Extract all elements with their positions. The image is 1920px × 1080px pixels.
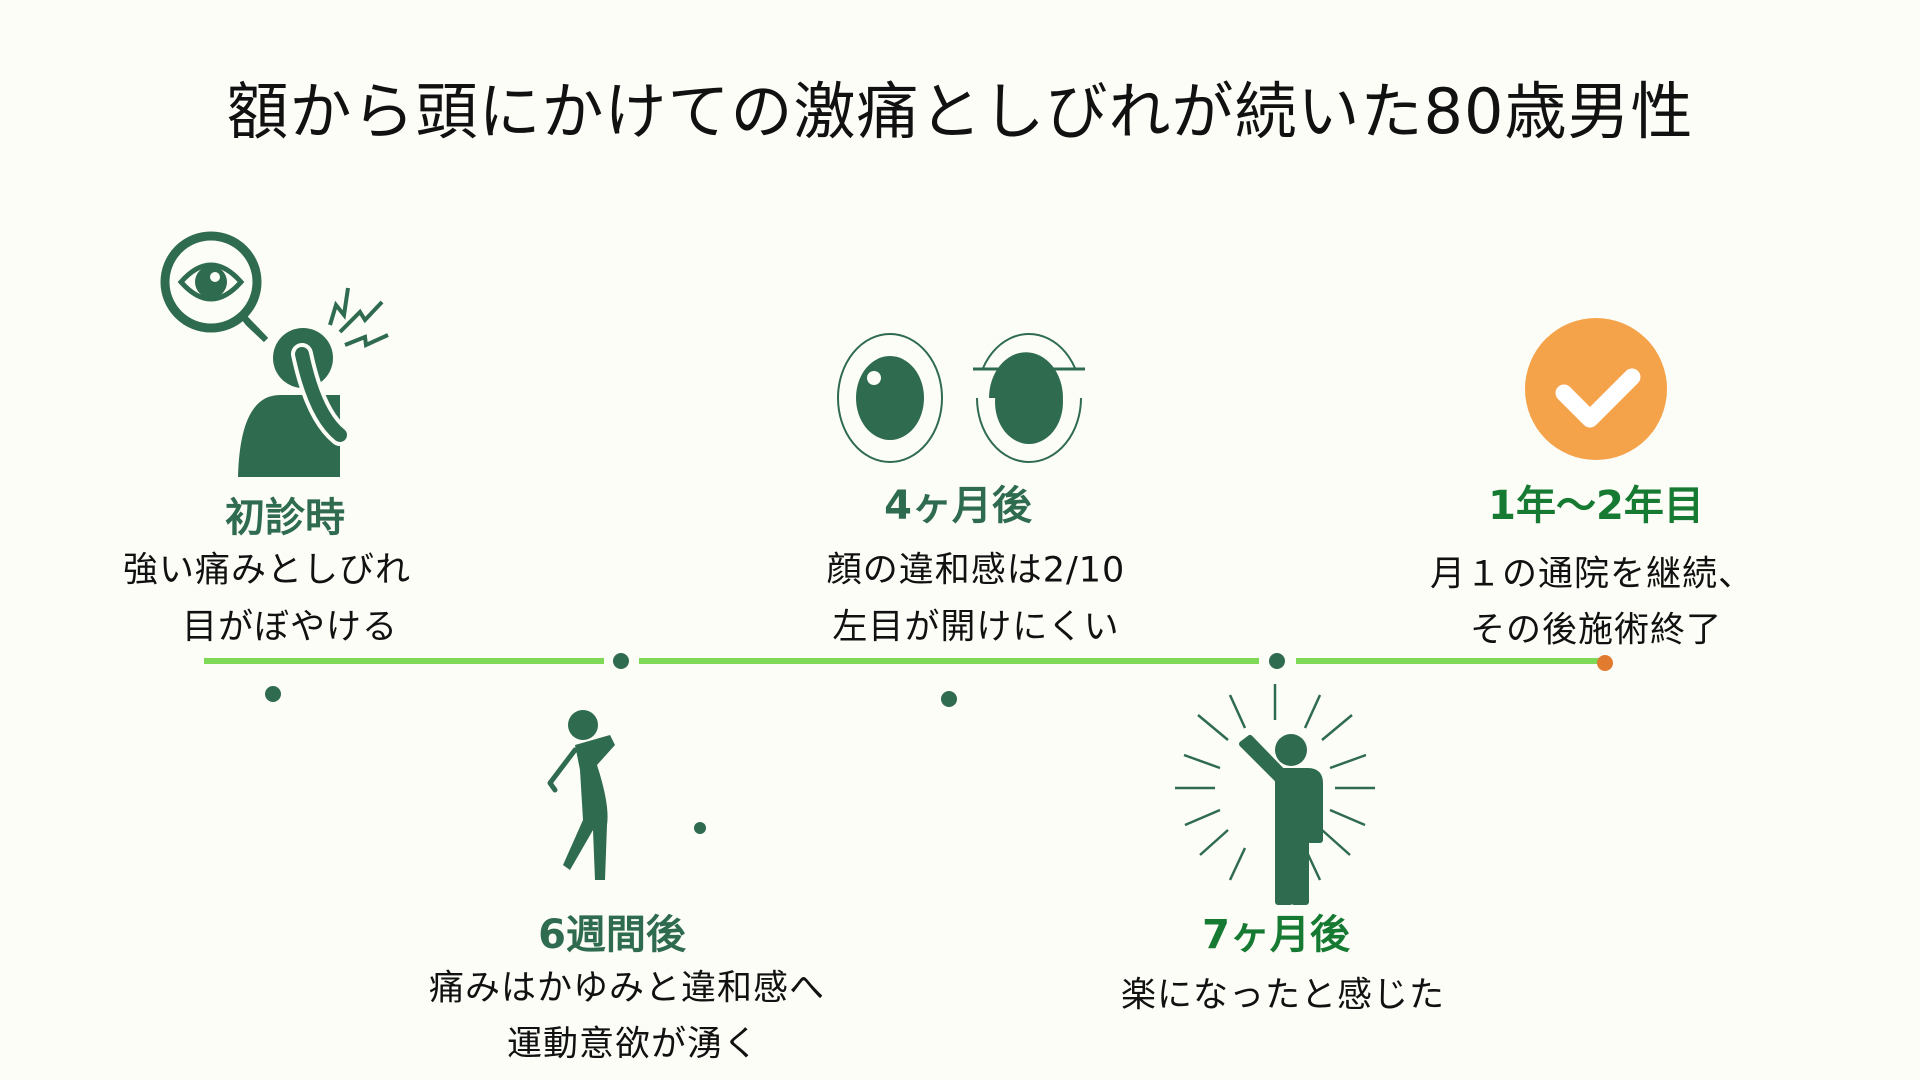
golfer-icon <box>547 710 706 880</box>
milestone-text: 痛みはかゆみと違和感へ <box>428 968 826 1009</box>
timeline-segment <box>204 658 604 664</box>
milestone-label: 4ヶ月後 <box>884 483 1032 529</box>
timeline-dot <box>1269 653 1285 669</box>
timeline-dot <box>613 653 629 669</box>
page-title: 額から頭にかけての激痛としびれが続いた80歳男性 <box>226 75 1694 148</box>
timeline-dot <box>941 691 957 707</box>
milestone-text: 楽になったと感じた <box>1120 975 1446 1016</box>
headache-person-icon <box>160 231 389 477</box>
happy-person-icon <box>1175 684 1375 905</box>
milestone-text: その後施術終了 <box>1469 610 1723 651</box>
timeline-segment <box>639 658 1259 664</box>
timeline-end-dot <box>1597 655 1613 671</box>
milestone-label: 1年～2年目 <box>1488 483 1704 529</box>
milestone-text: 左目が開けにくい <box>832 607 1120 648</box>
check-circle-icon <box>1525 318 1667 460</box>
milestone-text: 強い痛みとしびれ <box>122 550 412 591</box>
timeline-segment <box>1296 658 1604 664</box>
milestone-text: 顔の違和感は2/10 <box>826 550 1126 591</box>
milestone-label: 初診時 <box>225 495 345 541</box>
milestone-label: 6週間後 <box>538 912 686 958</box>
eyes-icon <box>837 333 1085 463</box>
milestone-label: 7ヶ月後 <box>1202 912 1350 958</box>
milestone-text: 運動意欲が湧く <box>506 1024 760 1065</box>
milestone-text: 目がぼやける <box>181 607 399 648</box>
milestone-text: 月１の通院を継続、 <box>1429 554 1755 595</box>
timeline-dot <box>265 686 281 702</box>
